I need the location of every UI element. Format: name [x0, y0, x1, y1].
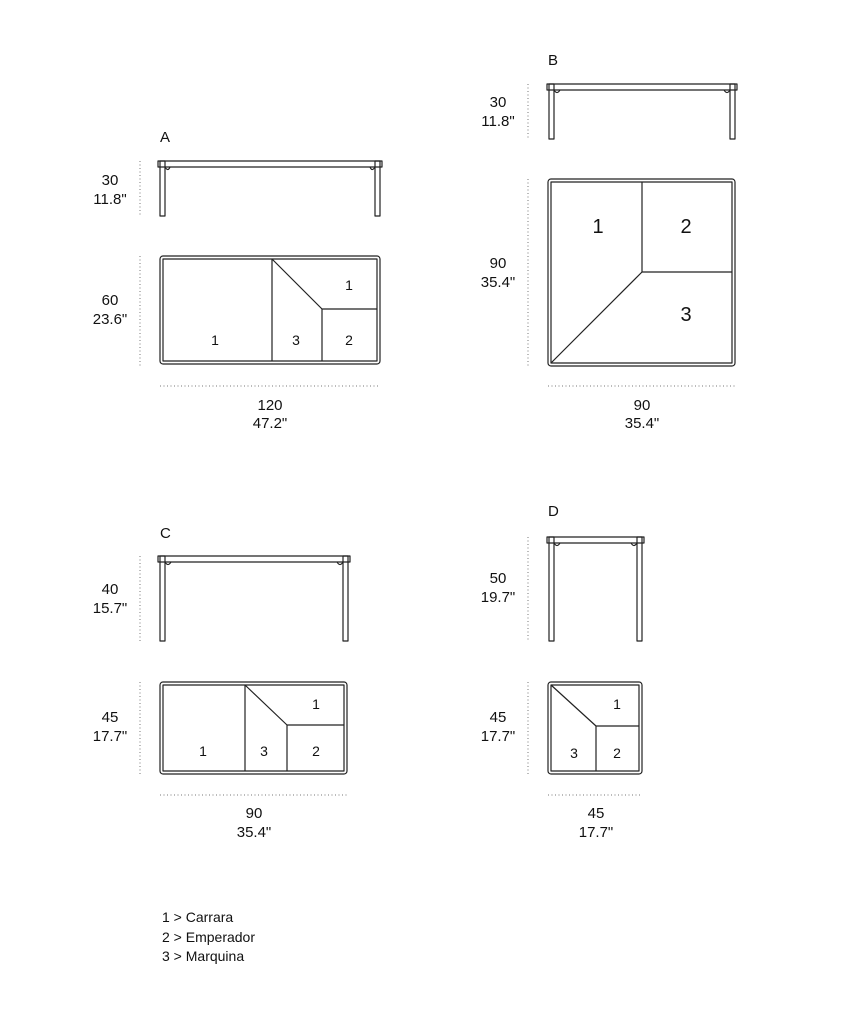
- table-d-side-view: [546, 536, 645, 642]
- table-b-zone-2: 2: [680, 216, 691, 238]
- table-c-height-in: 15.7": [93, 600, 128, 617]
- table-b-side-view: [546, 83, 738, 140]
- legend-item-marquina: 3 > Marquina: [162, 948, 245, 964]
- table-b-height-cm: 30: [490, 94, 507, 111]
- table-a-zone-top-right: 1: [345, 277, 353, 293]
- table-c-top-view: [159, 681, 348, 775]
- table-c-height-cm: 40: [102, 581, 119, 598]
- table-b-top-view: [547, 178, 736, 367]
- table-a-width-cm: 120: [257, 397, 282, 414]
- legend-item-carrara: 1 > Carrara: [162, 909, 234, 925]
- table-d-height-in: 19.7": [481, 589, 516, 606]
- table-a-depth-in: 23.6": [93, 311, 128, 328]
- table-a-zone-wedge: 3: [292, 332, 300, 348]
- legend-item-emperador: 2 > Emperador: [162, 928, 255, 945]
- table-a-top-view: [159, 255, 381, 365]
- table-b-zone-3: 3: [680, 304, 691, 326]
- table-a-depth-cm: 60: [102, 292, 119, 309]
- table-b-depth-in: 35.4": [481, 274, 516, 291]
- table-b-zone-1: 1: [592, 216, 603, 238]
- table-a-label: A: [160, 129, 170, 146]
- table-c-label: C: [160, 525, 171, 542]
- table-a-zone-large: 1: [211, 332, 219, 348]
- table-d-label: D: [548, 503, 559, 520]
- table-c-zone-large: 1: [199, 743, 207, 759]
- table-c-width-in: 35.4": [237, 824, 272, 841]
- table-d-height-cm: 50: [490, 570, 507, 587]
- table-d-width-in: 17.7": [579, 824, 614, 841]
- table-a-height-cm: 30: [102, 172, 119, 189]
- table-b-label: B: [548, 52, 558, 69]
- table-c-zone-wedge: 3: [260, 743, 268, 759]
- table-c-depth-cm: 45: [102, 709, 119, 726]
- table-b-depth-cm: 90: [490, 255, 507, 272]
- table-a-zone-bottom-right: 2: [345, 332, 353, 348]
- table-d-top-view: [547, 681, 643, 775]
- table-b-width-in: 35.4": [625, 415, 660, 432]
- table-c-side-view: [157, 555, 351, 642]
- table-d-depth-in: 17.7": [481, 728, 516, 745]
- table-b-width-cm: 90: [634, 397, 651, 414]
- table-c-depth-in: 17.7": [93, 728, 128, 745]
- table-c-width-cm: 90: [246, 805, 263, 822]
- material-legend: 1 > Carrara 2 > Emperador 3 > Marquina: [162, 908, 255, 967]
- table-d-depth-cm: 45: [490, 709, 507, 726]
- table-d-zone-2: 2: [613, 745, 621, 761]
- table-b-height-in: 11.8": [481, 113, 514, 130]
- table-a-width-in: 47.2": [253, 415, 288, 432]
- table-d-width-cm: 45: [588, 805, 605, 822]
- table-a-height-in: 11.8": [93, 191, 126, 208]
- table-c-zone-top-right: 1: [312, 696, 320, 712]
- table-d-zone-1: 1: [613, 696, 621, 712]
- table-d-zone-3: 3: [570, 745, 578, 761]
- table-c-zone-bottom-right: 2: [312, 743, 320, 759]
- table-a-side-view: [157, 160, 383, 217]
